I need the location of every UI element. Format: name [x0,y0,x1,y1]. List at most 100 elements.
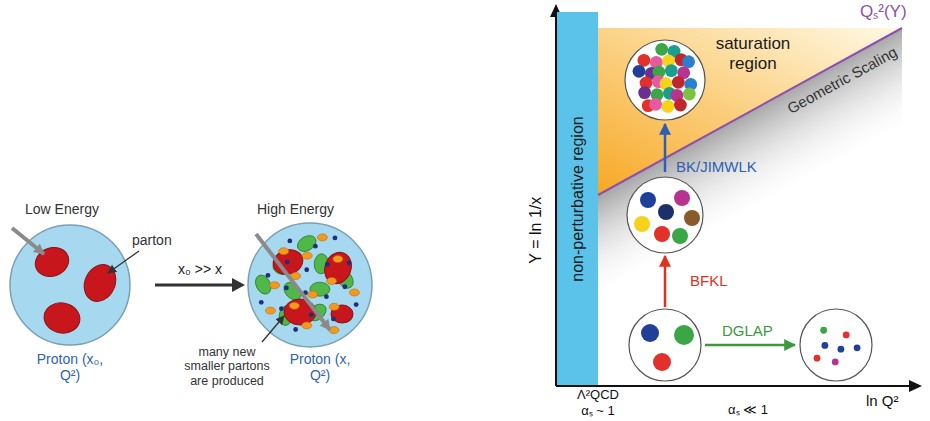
drawn-mark [333,236,338,241]
proton-caption: Proton (x₀, Q²) [35,351,105,383]
probe-stick [12,228,44,254]
axis-title: Y = ln 1/x [527,180,545,280]
evolution-label: DGLAP [722,322,773,339]
drawn-mark [313,244,318,249]
drawn-mark [342,284,347,289]
drawn-mark [329,303,339,310]
drawn-mark [662,100,675,113]
leader-line [108,251,139,273]
energy-title: High Energy [257,201,334,217]
drawn-mark [641,324,659,342]
drawn-mark [682,55,695,68]
drawn-mark [638,86,651,99]
evolution-arrow [664,124,667,172]
drawn-mark [674,99,687,112]
drawn-mark [284,286,289,291]
drawn-mark [42,300,83,336]
drawn-mark [78,259,121,306]
drawn-mark [347,260,352,265]
proton-caption: Proton (x, Q²) [285,351,355,383]
axis-arrowhead [909,380,922,392]
high-energy-partons [270,247,355,325]
drawn-mark [820,327,827,334]
drawn-mark [325,262,330,267]
drawn-mark [821,342,828,349]
drawn-mark [295,232,319,254]
drawn-mark [674,190,690,206]
drawn-mark [302,322,312,329]
drawn-mark [270,282,280,289]
parton-label: parton [132,232,172,248]
evolution-arrow [705,344,795,347]
proton-circle [629,309,701,381]
drawn-mark [633,65,646,78]
drawn-mark [655,43,668,56]
region-fill [598,28,902,290]
region-band: non-perturbative region [557,12,598,385]
drawn-mark [838,346,845,353]
drawn-mark [634,216,650,232]
dense-partons [633,43,698,113]
drawn-mark [674,325,694,345]
drawn-mark [285,260,290,265]
transition-arrow [155,278,245,292]
drawn-mark [654,226,670,242]
few-partons [641,324,694,371]
low-energy-partons [31,243,121,336]
drawn-mark [308,291,318,298]
drawn-mark [266,273,271,278]
drawn-mark [289,302,299,309]
drawn-mark [265,307,275,314]
coupling-label: αₛ ≪ 1 [728,402,768,417]
proton-outline [248,223,372,347]
drawn-mark [672,228,688,244]
saturation-scale: Qₛ²(Y) [860,2,907,22]
small-partons [259,234,360,334]
axis-tick-label: Λ²QCD [568,387,628,402]
drawn-mark [331,317,336,322]
drawn-mark [279,306,284,311]
drawn-mark [640,192,656,208]
drawn-mark [293,327,298,332]
coupling-label: αₛ ~ 1 [568,403,628,418]
drawn-mark [672,76,685,89]
region-label: non-perturbative region [568,116,586,281]
drawn-mark [287,239,292,244]
drawn-mark [304,267,309,272]
proton-circle [800,309,872,381]
arrow-shaft [155,284,234,287]
drawn-mark [843,331,850,338]
evolution-label: BK/JIMWLK [676,158,757,175]
drawn-mark [327,277,337,284]
edge-label: x₀ >> x [178,261,222,277]
arrow-head [232,278,245,292]
drawn-mark [658,204,674,220]
drawn-mark [814,355,821,362]
region-label: saturation region [708,34,798,73]
drawn-mark [638,54,651,67]
drawn-mark [317,234,327,241]
proton-circle [627,177,703,253]
drawn-mark [320,249,355,288]
proton-outline [10,225,130,345]
drawn-mark [684,210,700,226]
drawn-mark [349,289,359,296]
drawn-mark [683,88,696,101]
energy-title: Low Energy [25,201,99,217]
drawn-mark [302,252,312,259]
resolved-partons [814,327,861,366]
drawn-mark [649,98,662,111]
evolution-label: BFKL [690,272,728,289]
evolution-arrow [664,256,667,307]
drawn-mark [333,256,343,263]
drawn-mark [832,359,839,366]
drawn-mark [653,353,671,371]
saturation-line [598,28,902,195]
x-axis [556,385,912,387]
drawn-mark [309,312,314,317]
drawn-mark [279,248,289,255]
callout-note: many new smaller partons are produced [178,345,276,388]
drawn-mark [324,294,329,299]
